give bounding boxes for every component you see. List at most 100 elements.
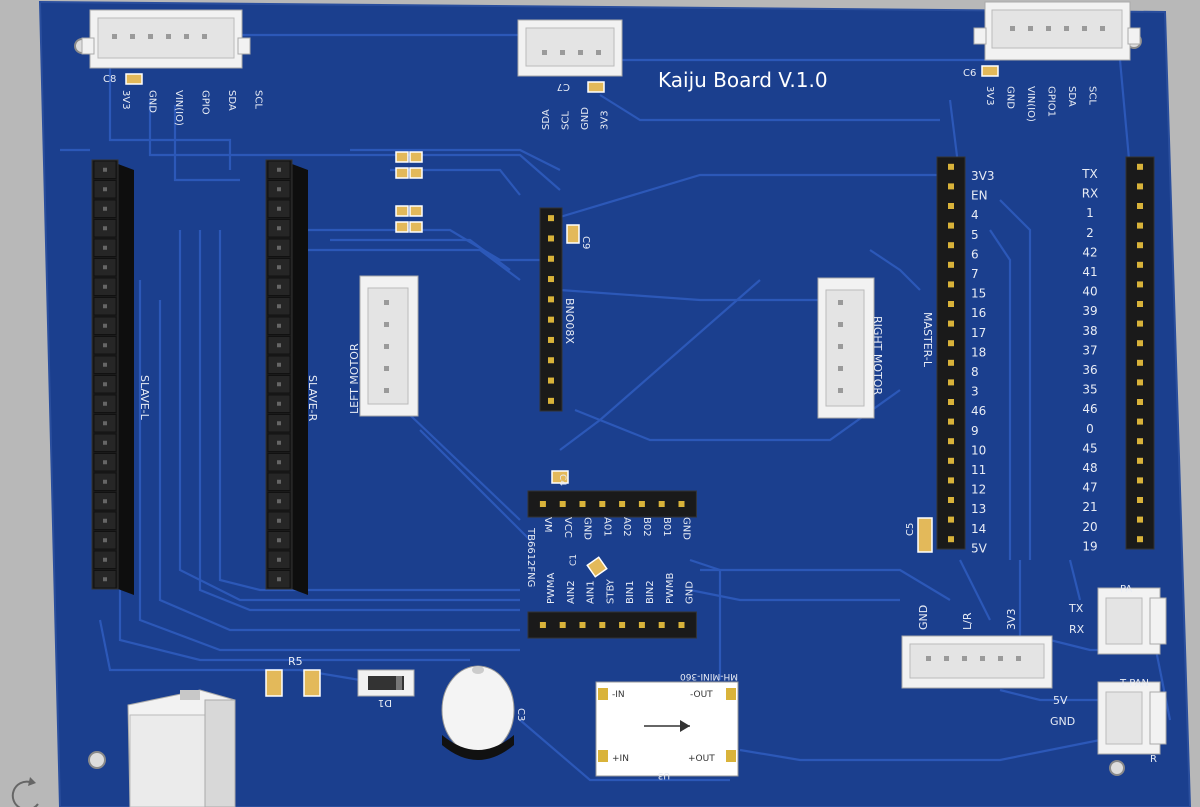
- header-pin: [277, 440, 281, 445]
- pin-label: SDA: [1066, 86, 1077, 107]
- tb6612-top-header: [527, 490, 697, 518]
- header-pin: [599, 622, 606, 628]
- pin-label: 42: [1082, 245, 1097, 259]
- header-pin: [103, 362, 107, 367]
- header-pin: [1137, 281, 1143, 288]
- pin-label: SDA: [541, 109, 552, 130]
- header-pin: [277, 323, 281, 328]
- header-pin: [658, 622, 665, 628]
- pin-label: AIN2: [566, 580, 577, 604]
- pin-label: 20: [1082, 520, 1097, 534]
- pin-label: 38: [1082, 324, 1097, 338]
- pin-label: 3V3: [984, 86, 995, 106]
- header-pin: [277, 206, 281, 211]
- header-pin: [1137, 497, 1143, 503]
- header-pin: [277, 265, 281, 270]
- header-pin: [548, 397, 554, 404]
- header-pin: [579, 501, 586, 507]
- header-pin: [1137, 359, 1143, 366]
- pcb-body: [38, 0, 1192, 807]
- slave-l-header: [91, 159, 134, 595]
- header-pin: [103, 226, 107, 231]
- header-pin: [103, 401, 107, 406]
- pa2-gnd: GND: [1050, 715, 1075, 728]
- header-pin: [103, 245, 107, 250]
- bno08x-header: [539, 207, 563, 412]
- bno08x-label: BNO08X: [563, 298, 576, 344]
- header-pin: [548, 296, 554, 303]
- left-motor-label: LEFT MOTOR: [348, 343, 361, 414]
- header-pin: [1137, 399, 1143, 405]
- header-pin: [277, 557, 281, 562]
- pin-label: 17: [971, 326, 986, 340]
- pin-label: 12: [971, 483, 986, 497]
- master-l-header: [936, 156, 966, 550]
- pin-label: 11: [971, 463, 986, 477]
- pin-label: GND: [1005, 86, 1016, 109]
- header-pin: [948, 536, 954, 543]
- r5-resistor: [265, 669, 321, 697]
- c7-label: C7: [557, 81, 570, 92]
- pin-label: SDA: [226, 90, 237, 111]
- lr-connector: [901, 635, 1053, 689]
- pin-label: VM: [542, 517, 553, 532]
- header-pin: [548, 255, 554, 262]
- slave-r-label: SLAVE-R: [306, 375, 319, 422]
- header-pin: [277, 479, 281, 484]
- header-pin: [678, 622, 685, 628]
- header-pin: [548, 276, 554, 283]
- header-pin: [948, 163, 954, 170]
- header-pin: [103, 187, 107, 192]
- header-pin: [103, 460, 107, 465]
- pin-label: 19: [1082, 539, 1097, 553]
- pin-label: 46: [1082, 402, 1097, 416]
- pin-label: 35: [1082, 383, 1097, 397]
- header-pin: [103, 284, 107, 289]
- master-r-header: [1125, 156, 1155, 550]
- header-pin: [638, 501, 645, 507]
- small-capacitors: [125, 65, 999, 578]
- header-pin: [103, 206, 107, 211]
- pin-label: 21: [1082, 500, 1097, 514]
- pin-label: GND: [580, 107, 591, 130]
- header-pin: [948, 438, 954, 445]
- header-pin: [548, 316, 554, 323]
- header-pin: [277, 421, 281, 426]
- header-pin: [1137, 301, 1143, 307]
- header-pin: [948, 497, 954, 503]
- view-rotate-button[interactable]: [8, 774, 48, 807]
- header-pin: [539, 622, 546, 628]
- pin-label: BIN2: [645, 580, 656, 604]
- header-pin: [103, 382, 107, 387]
- header-pin: [948, 242, 954, 249]
- pin-label: 3: [971, 385, 979, 399]
- pin-label: 9: [971, 424, 979, 438]
- connector-top-right: [973, 1, 1141, 61]
- header-pin: [1137, 242, 1143, 249]
- header-pin: [277, 538, 281, 543]
- header-pin: [1137, 203, 1143, 209]
- pa-connector-1: [1097, 587, 1167, 655]
- header-pin: [103, 265, 107, 270]
- pin-label: 15: [971, 287, 986, 301]
- header-pin: [548, 377, 554, 384]
- c8-label: C8: [103, 74, 116, 85]
- header-pin: [103, 577, 107, 582]
- rotate-icon: [11, 777, 39, 807]
- header-pin: [548, 235, 554, 242]
- pin-label: 2: [1086, 226, 1094, 240]
- pin-label: 8: [971, 365, 979, 379]
- header-pin: [948, 457, 954, 464]
- pin-label: A02: [621, 517, 632, 537]
- header-pin: [1137, 477, 1143, 484]
- header-pin: [103, 557, 107, 562]
- c3-electrolytic-capacitor: [441, 665, 515, 760]
- pin-label: B01: [661, 517, 672, 537]
- d1-label: D1: [378, 697, 392, 708]
